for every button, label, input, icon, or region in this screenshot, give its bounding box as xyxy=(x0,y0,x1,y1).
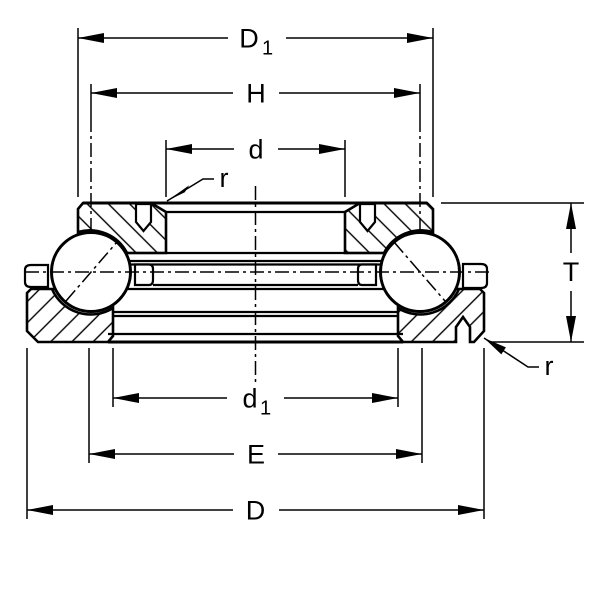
seat-washer-left-section xyxy=(25,287,115,344)
dimension-T: T xyxy=(441,202,584,343)
dim-label-d: d xyxy=(248,135,263,165)
dim-label-r-bottom: r xyxy=(545,351,554,381)
leader-arrowhead-icon xyxy=(484,338,506,355)
dim-label-H: H xyxy=(246,79,266,109)
dimension-d: d xyxy=(165,135,346,197)
arrowhead-up-icon xyxy=(566,203,576,229)
leader-line xyxy=(166,178,214,202)
leader-r-bottom: r xyxy=(483,337,554,381)
bearing-section xyxy=(23,118,491,386)
arrowhead-left-icon xyxy=(89,449,115,459)
ball-left-diagonal-centerline xyxy=(65,241,118,302)
arrowhead-right-icon xyxy=(372,393,398,403)
seat-washer-right-section xyxy=(396,287,486,344)
arrowhead-right-icon xyxy=(394,88,420,98)
dimension-H: H xyxy=(90,79,421,118)
arrowhead-left-icon xyxy=(27,505,53,515)
ball-right-diagonal-centerline xyxy=(393,241,446,302)
dim-label-r-top: r xyxy=(220,163,229,193)
arrowhead-left-icon xyxy=(78,33,104,43)
left-oil-groove xyxy=(134,202,153,233)
dim-label-T: T xyxy=(563,257,580,287)
leader-r-top: r xyxy=(166,163,229,202)
dim-label-E: E xyxy=(247,440,265,470)
arrowhead-right-icon xyxy=(458,505,484,515)
right-oil-groove xyxy=(358,202,377,233)
cage-rim-right xyxy=(461,262,489,290)
cage-rim-left xyxy=(23,263,50,289)
arrowhead-left-icon xyxy=(166,144,192,154)
cage-pocket-right xyxy=(356,263,378,287)
dim-label-D: D xyxy=(246,496,266,526)
cage-pocket-left xyxy=(133,263,155,287)
arrowhead-right-icon xyxy=(407,33,433,43)
arrowhead-right-icon xyxy=(396,449,422,459)
centerlines xyxy=(25,118,491,386)
leader-arrowhead-icon xyxy=(167,185,190,201)
arrowhead-right-icon xyxy=(319,144,345,154)
dimension-E: E xyxy=(88,348,423,470)
arrowhead-down-icon xyxy=(566,316,576,342)
arrowhead-left-icon xyxy=(91,88,117,98)
dimension-D: D xyxy=(26,348,485,526)
arrowhead-left-icon xyxy=(113,393,139,403)
